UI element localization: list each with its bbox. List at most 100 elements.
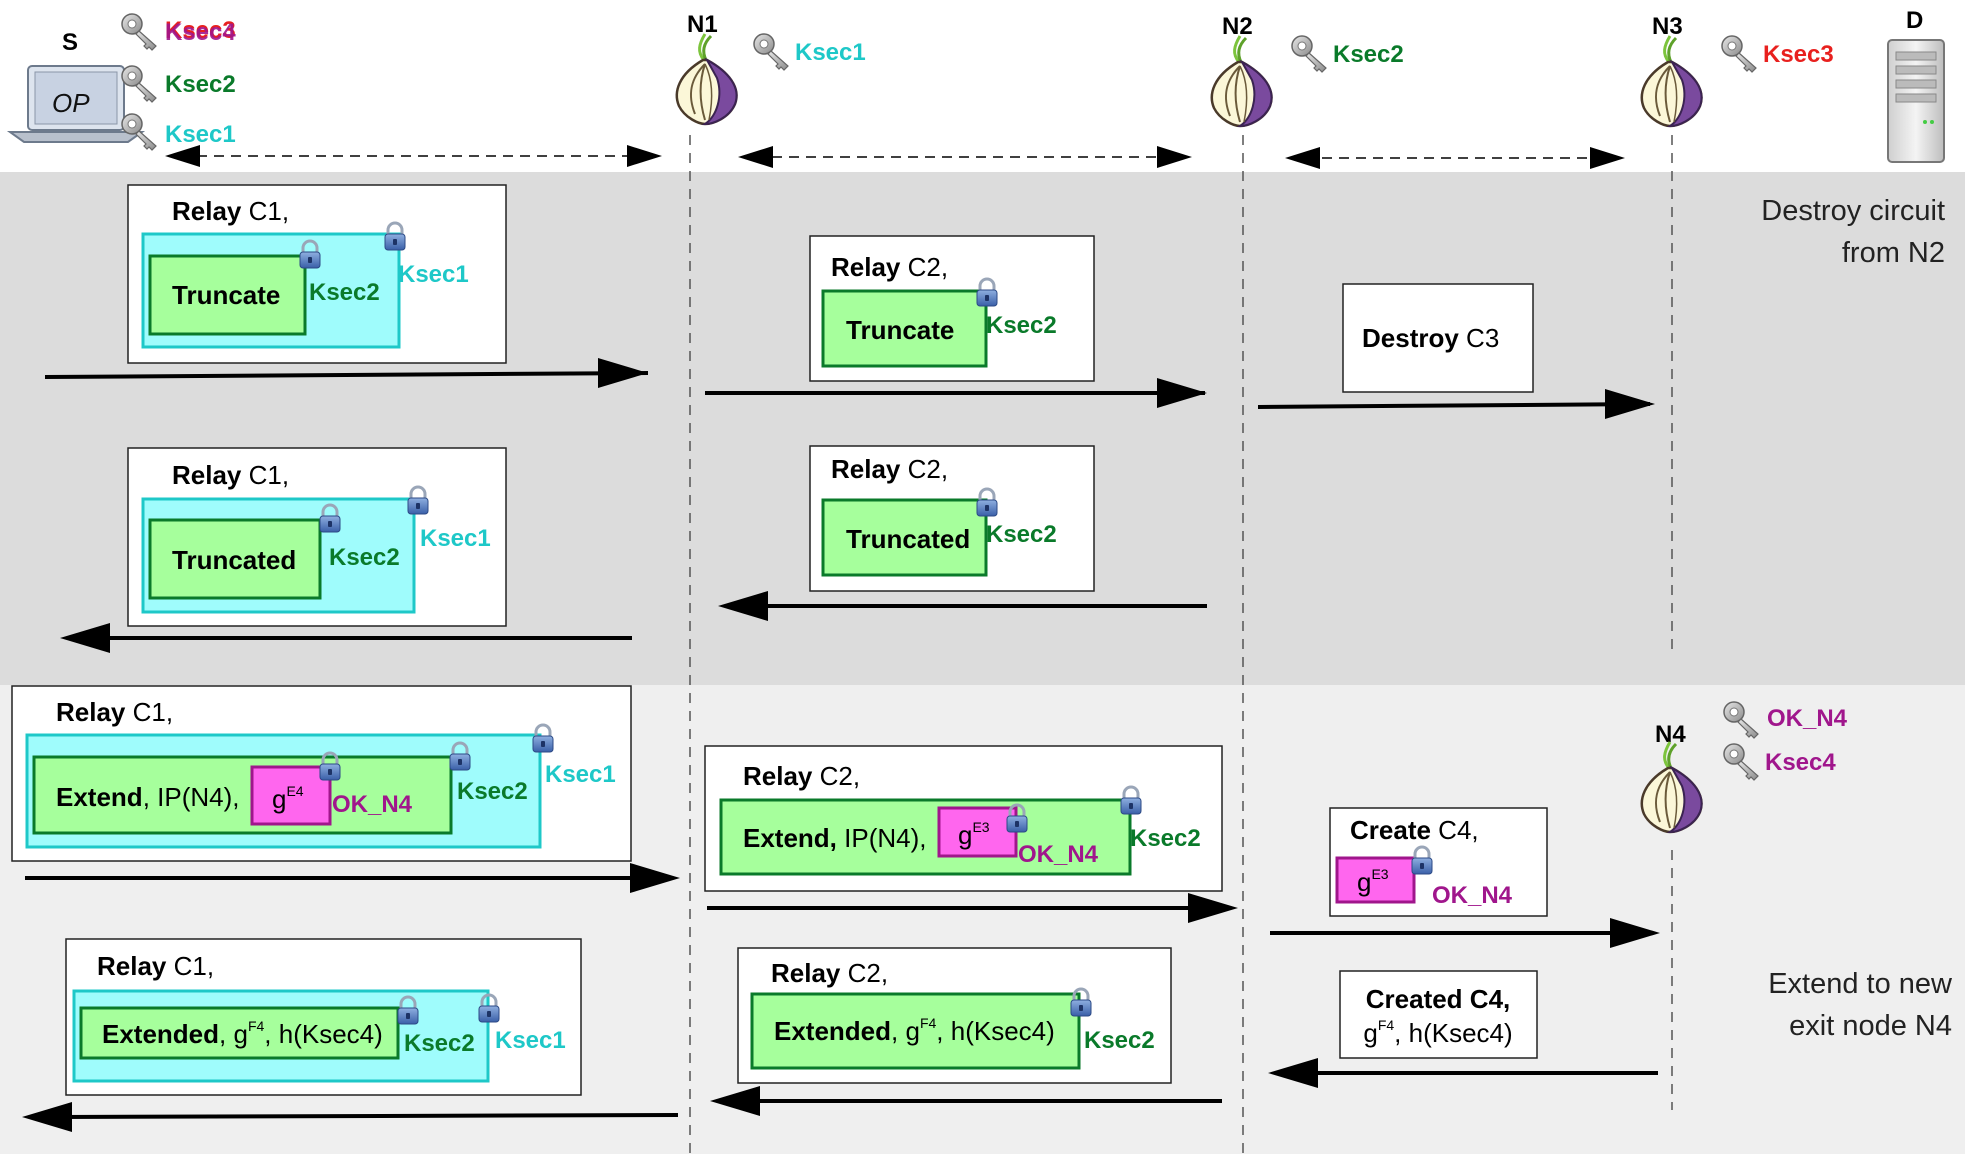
created-c4-cell: Created C4, gF4, h(Ksec4) xyxy=(1339,970,1538,1059)
cmd-create: Create xyxy=(1350,815,1431,845)
relay-c2-extended-cell: Relay C2, Extended, gF4, h(Ksec4) Ksec2 xyxy=(737,947,1172,1084)
onion-icon xyxy=(1640,34,1704,128)
n4-key-ok: OK_N4 xyxy=(1767,705,1848,732)
note-extend-1: Extend to new xyxy=(1768,968,1953,1000)
onion-icon xyxy=(675,32,739,126)
note-extend-2: exit node N4 xyxy=(1789,1010,1952,1042)
svg-text:Destroy C3: Destroy C3 xyxy=(1362,323,1499,353)
key-icon xyxy=(121,13,157,51)
arrowhead xyxy=(60,623,110,653)
n4-key-ksec4: Ksec4 xyxy=(1765,749,1836,776)
layer-ksec2: Ksec2 xyxy=(329,544,400,571)
svg-text:Relay C1,: Relay C1, xyxy=(56,697,173,727)
g-e3: gE3 xyxy=(958,819,990,850)
cmd-truncated: Truncated xyxy=(172,545,296,575)
lifelines xyxy=(689,135,1673,1154)
relay-c2-extend-cell: Relay C2, Extend, IP(N4), gE3 OK_N4 Ksec… xyxy=(704,745,1223,892)
s-key-ksec3: Ksec3 xyxy=(165,17,236,44)
node-n3-label: N3 xyxy=(1652,13,1683,40)
relay-c1-truncate-cell: Relay C1, Truncate Ksec2 Ksec1 xyxy=(127,184,507,364)
layer-ksec2: Ksec2 xyxy=(1084,1027,1155,1054)
arrow-extended-n1-s xyxy=(59,1113,679,1119)
s-key-ksec1: Ksec1 xyxy=(165,121,236,148)
tls-link-heads xyxy=(165,145,1625,169)
key-icon xyxy=(121,113,157,151)
arrowhead xyxy=(710,1086,760,1116)
ok-n4: OK_N4 xyxy=(1018,841,1099,868)
g-e4: gE4 xyxy=(272,783,304,814)
n2-key: Ksec2 xyxy=(1333,41,1404,68)
arrowhead xyxy=(598,358,648,388)
key-icon xyxy=(1721,35,1757,73)
cmd-extend: Extend, xyxy=(743,823,837,853)
cmd-destroy: Destroy xyxy=(1362,323,1459,353)
svg-text:Relay C1,: Relay C1, xyxy=(97,951,214,981)
onion-icon xyxy=(1210,34,1274,128)
cmd-created: Created C4, xyxy=(1366,984,1511,1014)
g-e3: gE3 xyxy=(1357,866,1389,897)
svg-text:Relay C2,: Relay C2, xyxy=(771,958,888,988)
relay-c2-truncated-cell: Relay C2, Truncated Ksec2 xyxy=(809,445,1095,592)
n3-key: Ksec3 xyxy=(1763,41,1834,68)
cmd-truncated: Truncated xyxy=(846,524,970,554)
layer-ksec1: Ksec1 xyxy=(545,761,616,788)
svg-text:Relay C2,: Relay C2, xyxy=(743,761,860,791)
cmd-extended: Extended xyxy=(102,1019,219,1049)
server-icon xyxy=(1887,39,1945,163)
layer-ksec2: Ksec2 xyxy=(457,778,528,805)
relay-c1-extend-cell: Relay C1, Extend, IP(N4), gE4 OK_N4 Ksec… xyxy=(11,685,632,862)
layer-ksec2: Ksec2 xyxy=(986,312,1057,339)
layer-ksec1: Ksec1 xyxy=(398,261,469,288)
cmd-extended: Extended xyxy=(774,1016,891,1046)
arrow-destroy-n2-n3 xyxy=(1257,402,1651,409)
node-n4-label: N4 xyxy=(1655,721,1686,748)
svg-text:Relay C1,: Relay C1, xyxy=(172,196,289,226)
key-icon xyxy=(1291,35,1327,73)
svg-text:Extended, gF4, h(Ksec4): Extended, gF4, h(Ksec4) xyxy=(774,1015,1055,1046)
arrowhead xyxy=(630,863,680,893)
node-s-label: S xyxy=(62,29,78,56)
cmd-truncate: Truncate xyxy=(172,280,280,310)
relay-keyword: Relay xyxy=(172,196,242,226)
arrowhead xyxy=(22,1102,72,1132)
arrowhead xyxy=(1605,389,1655,419)
layer-ksec1: Ksec1 xyxy=(495,1027,566,1054)
laptop-icon: OP xyxy=(6,65,146,143)
key-icon xyxy=(753,33,789,71)
s-key-ksec4: Ksec4 xyxy=(165,19,236,46)
layer-ksec2: Ksec2 xyxy=(986,521,1057,548)
op-label: OP xyxy=(52,88,90,118)
ok-n4: OK_N4 xyxy=(1432,882,1513,909)
create-c4-cell: Create C4, gE3 OK_N4 xyxy=(1329,807,1548,917)
svg-text:Relay C2,: Relay C2, xyxy=(831,252,948,282)
key-icon xyxy=(121,65,157,103)
n1-key: Ksec1 xyxy=(795,39,866,66)
relay-c1-truncated-cell: Relay C1, Truncated Ksec2 Ksec1 xyxy=(127,447,507,627)
arrowhead xyxy=(718,591,768,621)
layer-ksec1: Ksec1 xyxy=(420,525,491,552)
node-n1-label: N1 xyxy=(687,11,718,38)
svg-text:Relay C1,: Relay C1, xyxy=(172,460,289,490)
ok-n4: OK_N4 xyxy=(332,791,413,818)
cmd-truncate: Truncate xyxy=(846,315,954,345)
note-destroy-2: from N2 xyxy=(1842,237,1945,269)
svg-text:Relay C2,: Relay C2, xyxy=(831,454,948,484)
s-key-ksec2: Ksec2 xyxy=(165,71,236,98)
svg-text:Extended, gF4, h(Ksec4): Extended, gF4, h(Ksec4) xyxy=(102,1018,383,1049)
arrowhead xyxy=(1610,918,1660,948)
svg-text:Extend, IP(N4),: Extend, IP(N4), xyxy=(743,823,927,853)
node-n2-label: N2 xyxy=(1222,13,1253,40)
arrowhead xyxy=(1157,378,1207,408)
svg-text:Create C4,: Create C4, xyxy=(1350,815,1479,845)
relay-c2-truncate-cell: Relay C2, Truncate Ksec2 xyxy=(809,235,1095,382)
tls-links xyxy=(180,155,1610,159)
arrowhead xyxy=(1188,893,1238,923)
circuit-id: C1, xyxy=(241,196,289,226)
layer-ksec2: Ksec2 xyxy=(1130,825,1201,852)
node-d-label: D xyxy=(1906,7,1923,34)
svg-text:Extend, IP(N4),: Extend, IP(N4), xyxy=(56,782,239,812)
destroy-c3-cell: Destroy C3 xyxy=(1342,283,1534,393)
layer-ksec2: Ksec2 xyxy=(404,1030,475,1057)
layer-ksec2: Ksec2 xyxy=(309,279,380,306)
